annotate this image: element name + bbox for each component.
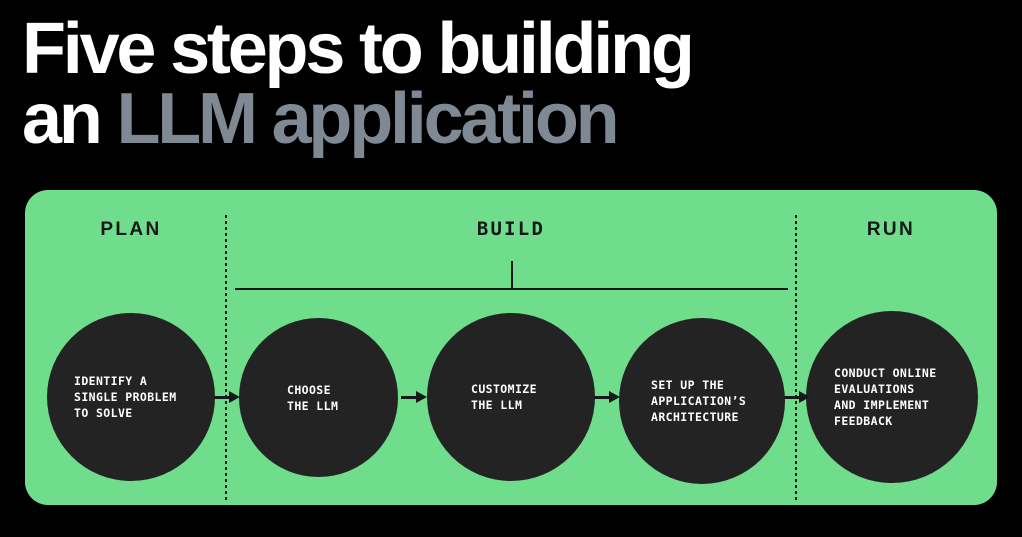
title-line-1: Five steps to building [22, 9, 695, 89]
arrow-shaft [594, 396, 612, 399]
step-label-2: CHOOSE THE LLM [287, 382, 339, 413]
arrow-head [609, 391, 620, 403]
arrow-shaft [784, 396, 802, 399]
build-bracket-line [235, 288, 788, 290]
arrow-right-icon-3 [594, 391, 620, 404]
page-title: Five steps to building an LLM applicatio… [22, 9, 982, 155]
arrow-right-icon-4 [784, 391, 810, 404]
arrow-right-icon-2 [401, 391, 427, 404]
step-label-4: SET UP THE APPLICATION’S ARCHITECTURE [651, 378, 747, 424]
stage-label-run: RUN [866, 219, 916, 240]
arrow-head [416, 391, 427, 403]
title-line-2-prefix: an [22, 79, 117, 159]
step-circle-5: CONDUCT ONLINE EVALUATIONS AND IMPLEMENT… [806, 311, 978, 483]
arrow-shaft [214, 396, 232, 399]
stage-label-plan: PLAN [100, 219, 162, 240]
arrow-shaft [401, 396, 419, 399]
arrow-head [799, 391, 810, 403]
step-label-3: CUSTOMIZE THE LLM [471, 382, 537, 412]
step-circle-2: CHOOSE THE LLM [239, 318, 398, 477]
step-label-1: IDENTIFY A SINGLE PROBLEM TO SOLVE [74, 374, 177, 420]
step-circle-3: CUSTOMIZE THE LLM [427, 313, 595, 481]
stage-divider-plan-build [225, 215, 227, 501]
step-label-5: CONDUCT ONLINE EVALUATIONS AND IMPLEMENT… [834, 366, 937, 428]
title-line-2: an LLM application [22, 83, 982, 155]
arrow-right-icon-1 [214, 391, 240, 404]
stage-label-build: BUILD [476, 218, 546, 240]
build-bracket-tick [511, 261, 513, 289]
stage-divider-build-run [795, 215, 797, 501]
arrow-head [229, 391, 240, 403]
step-circle-1: IDENTIFY A SINGLE PROBLEM TO SOLVE [47, 313, 215, 481]
title-line-2-accent: LLM application [116, 79, 619, 159]
step-circle-4: SET UP THE APPLICATION’S ARCHITECTURE [619, 318, 785, 484]
